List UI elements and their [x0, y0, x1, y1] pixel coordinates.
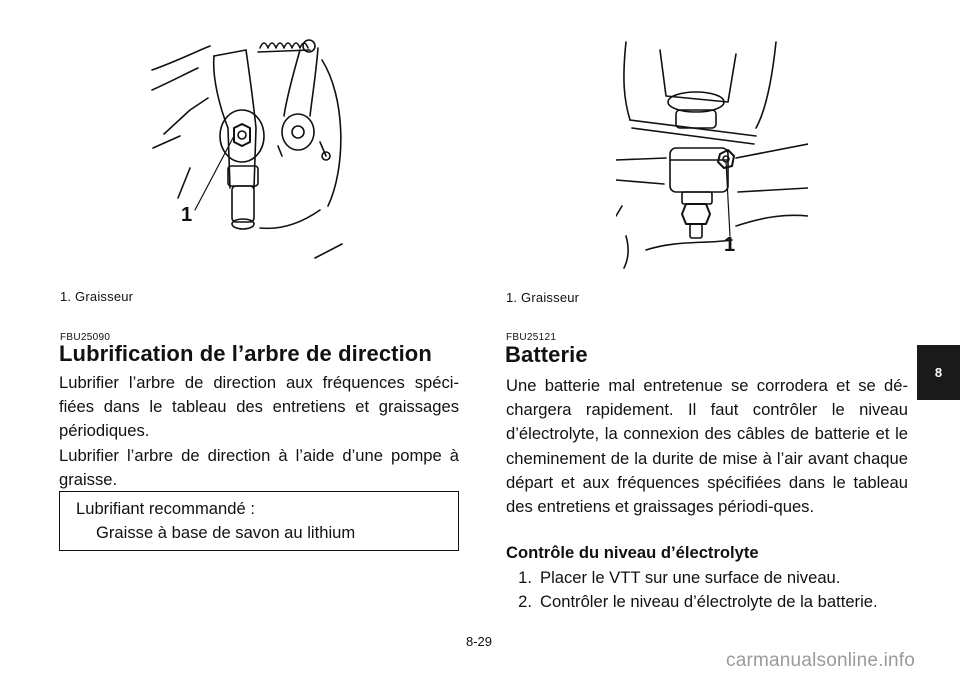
chapter-tab: 8: [917, 345, 960, 400]
lubricant-label: Lubrifiant recommandé :: [76, 499, 255, 518]
step-number: 1.: [518, 568, 532, 587]
section-heading: Lubrification de l’arbre de direction: [59, 341, 432, 366]
figure-callout-1: 1: [181, 204, 193, 226]
section-body: Une batterie mal entretenue se corrodera…: [506, 374, 908, 519]
subheading: Contrôle du niveau d’électrolyte: [506, 543, 759, 562]
steering-shaft-illustration: 1: [150, 38, 350, 270]
section-body: Lubrifier l’arbre de direction aux fréqu…: [59, 371, 459, 492]
list-item: 2. Contrôler le niveau d’électrolyte de …: [502, 590, 912, 614]
list-item: 1. Placer le VTT sur une surface de nive…: [502, 566, 912, 590]
paragraph: Une batterie mal entretenue se corrodera…: [506, 376, 908, 517]
lubricant-value: Graisse à base de savon au lithium: [96, 523, 356, 542]
figure-caption: 1. Graisseur: [60, 289, 134, 304]
lubricant-box: Lubrifiant recommandé : Graisse à base d…: [59, 491, 459, 551]
page-number: 8-29: [466, 634, 493, 649]
figure-caption: 1. Graisseur: [506, 290, 580, 305]
paragraph: Lubrifier l’arbre de direction aux fréqu…: [59, 373, 459, 441]
section-code: FBU25090: [60, 332, 111, 343]
step-text: Placer le VTT sur une surface de niveau.: [540, 568, 841, 587]
paragraph: Lubrifier l’arbre de direction à l’aide …: [59, 445, 459, 489]
battery-area-illustration: 1: [616, 40, 808, 272]
step-list: 1. Placer le VTT sur une surface de nive…: [502, 566, 912, 614]
watermark: carmanualsonline.info: [726, 650, 916, 671]
step-number: 2.: [518, 592, 532, 611]
step-text: Contrôler le niveau d’électrolyte de la …: [540, 592, 878, 611]
section-heading: Batterie: [505, 342, 588, 367]
figure-callout-1: 1: [724, 234, 736, 256]
section-code: FBU25121: [506, 332, 557, 343]
